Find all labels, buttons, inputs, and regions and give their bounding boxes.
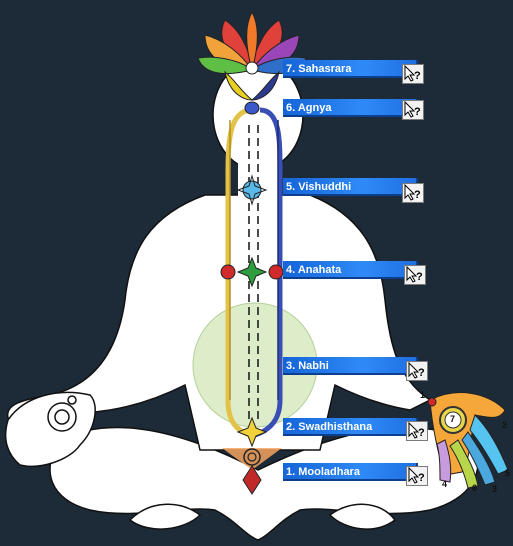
chakra-button-agnya[interactable]: 6. Agnya [283, 99, 418, 117]
svg-text:?: ? [416, 271, 423, 283]
finger-number-4: 4 [442, 479, 447, 489]
svg-text:?: ? [414, 189, 421, 201]
svg-text:?: ? [414, 70, 421, 82]
chakra-button-anahata[interactable]: 4. Anahata [283, 261, 418, 279]
finger-number-6: 6 [472, 483, 477, 493]
svg-text:?: ? [414, 106, 421, 118]
chakra-button-vishuddhi[interactable]: 5. Vishuddhi [283, 178, 418, 196]
help-pointer-icon-swadhisthana[interactable]: ? [406, 421, 428, 441]
finger-number-7: 7 [450, 414, 455, 424]
svg-text:?: ? [418, 367, 425, 379]
svg-text:?: ? [418, 427, 425, 439]
help-pointer-icon-sahasrara[interactable]: ? [402, 64, 424, 84]
chakra-button-sahasrara[interactable]: 7. Sahasrara [283, 60, 418, 78]
svg-text:?: ? [418, 472, 425, 484]
finger-number-2: 2 [502, 420, 507, 430]
chakra-button-swadhisthana[interactable]: 2. Swadhisthana [283, 418, 418, 436]
chakra-button-mooladhara[interactable]: 1. Mooladhara [283, 463, 418, 481]
finger-number-1: 1 [420, 390, 425, 400]
help-pointer-icon-agnya[interactable]: ? [402, 100, 424, 120]
help-pointer-icon-vishuddhi[interactable]: ? [402, 183, 424, 203]
finger-number-5: 5 [505, 468, 510, 478]
right-hand [428, 393, 508, 488]
help-pointer-icon-mooladhara[interactable]: ? [406, 466, 428, 486]
finger-number-3: 3 [492, 484, 497, 494]
help-pointer-icon-anahata[interactable]: ? [404, 265, 426, 285]
chakra-button-nabhi[interactable]: 3. Nabhi [283, 357, 418, 375]
help-pointer-icon-nabhi[interactable]: ? [406, 361, 428, 381]
